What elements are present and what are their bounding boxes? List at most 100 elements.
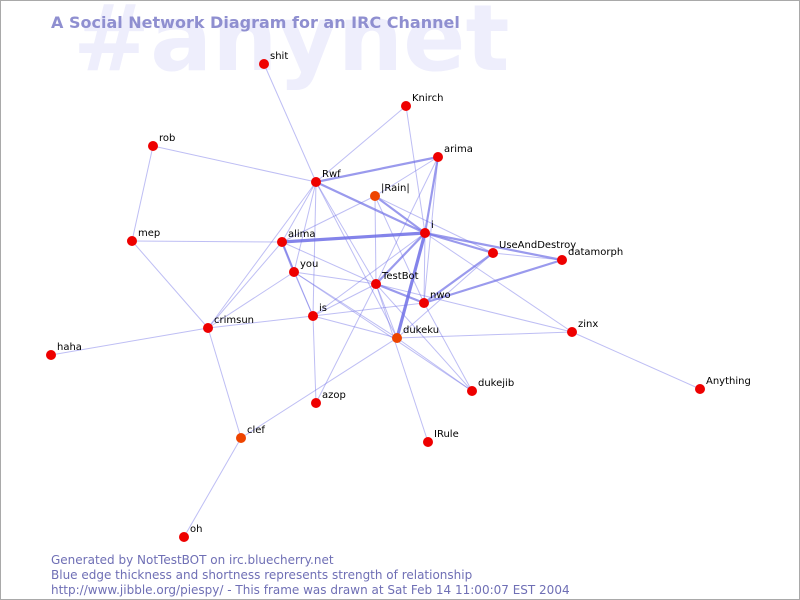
node-label: Anything [706,376,751,387]
edge-i-datamorph [424,231,563,262]
edge-alima-is [281,241,314,317]
edge-testbot-azop [315,283,377,404]
node-label: zinx [578,319,598,330]
node-mep: mep [127,228,160,246]
edge-you-is [293,271,314,317]
node-dot [370,191,380,201]
node-label: UseAndDestroy [499,240,576,251]
edge-crimsun-clef [207,327,242,439]
node-label: mep [138,228,160,239]
node-dot [488,248,498,258]
node-label: IRule [434,429,459,440]
node-dot [311,398,321,408]
node-azop: azop [311,390,346,408]
node-rwf: Rwf [311,169,341,187]
channel-watermark: #anynet [73,0,510,92]
edge-knirch-rwf [315,105,407,183]
edge-mep-alima [131,240,283,243]
edge-testbot-zinx [375,283,573,333]
edge-rob-rwf [152,145,317,183]
edge-i-testbot [375,232,426,285]
edge-shit-rwf [263,63,317,183]
node-dot [557,255,567,265]
node-anything: Anything [695,376,751,394]
node-label: Rwf [322,169,341,180]
node-label: arima [444,144,473,155]
node-dot [46,350,56,360]
edge-knirch-i [405,105,426,234]
node-knirch: Knirch [401,93,443,111]
node-useanddestroy: UseAndDestroy [488,240,576,258]
edge-testbot-dukejib [375,283,473,392]
node-zinx: zinx [567,319,598,337]
edge-mep-crimsun [131,240,209,329]
edge-dukeku-zinx [396,331,573,339]
node-clef: clef [236,425,265,443]
node-label: shit [270,51,288,62]
node-label: i [431,220,434,231]
edge-rain-nwo [374,195,425,304]
edge-rain-i [374,195,426,234]
node-label: nwo [430,290,451,301]
node-i: i [420,220,434,238]
edge-rain-testbot [374,195,377,285]
edge-nwo-is [312,302,425,317]
node-dukejib: dukejib [467,378,514,396]
node-label: azop [322,390,346,401]
node-dot [420,228,430,238]
edge-rwf-crimsun [207,181,317,329]
node-shit: shit [259,51,288,69]
edge-you-dukeku [293,271,398,339]
edge-rob-mep [131,145,154,242]
edge-rwf-dukeku [315,181,398,339]
footer-legend-note: Blue edge thickness and shortness repres… [51,568,473,582]
node-label: dukeku [403,325,439,336]
edge-layer [50,63,701,538]
edge-alima-testbot [281,241,377,285]
node-dot [203,323,213,333]
node-dot [392,333,402,343]
node-irule: IRule [423,429,459,447]
edge-rwf-is [312,181,317,317]
node-label: haha [57,342,82,353]
edge-testbot-is [312,283,377,317]
edge-i-dukeku [395,232,427,339]
edge-nwo-dukejib [423,302,473,392]
edge-useanddestroy-datamorph [492,252,563,261]
edge-rwf-testbot [315,181,377,285]
node-dot [401,101,411,111]
edge-alima-crimsun [207,241,283,329]
node-label: oh [190,524,202,535]
node-dot [308,311,318,321]
node-dot [695,384,705,394]
node-dot [289,267,299,277]
edge-is-dukeku [312,315,398,339]
node-oh: oh [179,524,202,542]
node-dot [419,298,429,308]
edge-arima-rain [374,156,439,197]
footer-generated-by: Generated by NotTestBOT on irc.bluecherr… [51,553,334,567]
edge-you-dukejib [293,271,473,392]
node-label: clef [247,425,265,436]
edge-i-alima [281,231,426,244]
edge-rwf-arima [315,155,439,184]
node-label: is [319,303,327,314]
node-dot [311,177,321,187]
edge-rwf-alima [281,181,317,243]
edge-rain-useanddestroy [374,195,494,254]
edge-is-azop [312,315,317,404]
node-alima: alima [277,229,316,247]
node-dot [236,433,246,443]
edge-arima-i [423,156,440,234]
node-haha: haha [46,342,82,360]
edge-you-crimsun [207,271,295,329]
node-dot [179,532,189,542]
edge-testbot-nwo [375,282,425,305]
edge-dukeku-dukejib [396,337,473,392]
edge-rain-alima [281,195,376,243]
node-label: dukejib [478,378,514,389]
node-label: TestBot [381,271,419,282]
edge-datamorph-nwo [423,258,563,305]
